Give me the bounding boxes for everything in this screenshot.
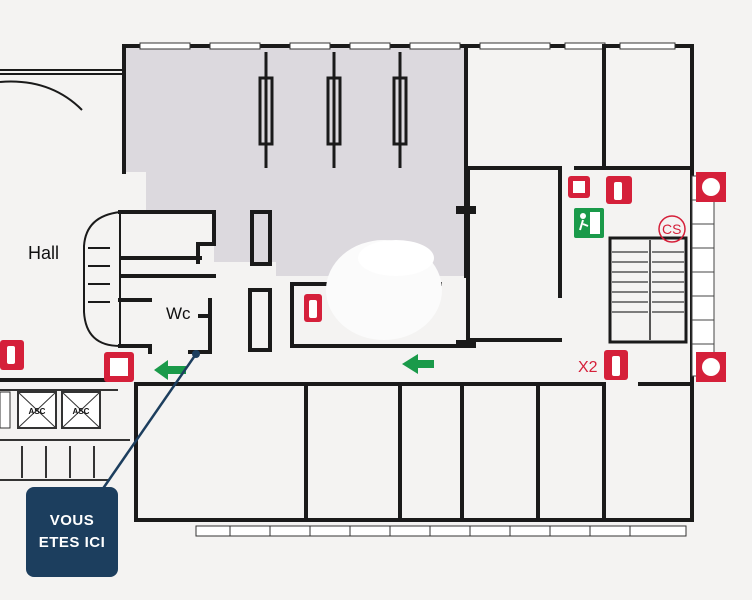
fire-extinguisher-icon xyxy=(606,176,632,204)
door-marker xyxy=(456,340,476,348)
you-are-here-line2: ETES ICI xyxy=(38,534,106,551)
you-are-here-label: VOUS ETES ICI xyxy=(26,487,118,577)
you-are-here-line xyxy=(100,353,198,491)
partitions xyxy=(248,210,272,352)
hall-curve xyxy=(83,211,121,347)
smoke-vent-icon xyxy=(696,352,726,382)
staircase xyxy=(608,236,688,344)
corridor-walls xyxy=(0,378,694,386)
wc-label: Wc xyxy=(166,304,191,323)
emergency-exit-icon xyxy=(574,208,604,238)
bottom-windows xyxy=(195,525,687,537)
shaded-room xyxy=(124,46,466,276)
right-windows xyxy=(691,175,715,377)
hall-corridor-wall xyxy=(0,69,124,75)
elevator-label-1: ASC xyxy=(29,407,46,416)
top-windows xyxy=(139,42,676,50)
you-are-here-line1: VOUS xyxy=(49,512,95,529)
exit-arrow-icon xyxy=(402,354,434,374)
columns xyxy=(258,52,408,168)
top-right-rooms xyxy=(464,44,694,342)
bottom-offices xyxy=(304,382,606,518)
outer-wall xyxy=(122,44,694,522)
stair-code-label: CS xyxy=(662,221,681,237)
stair-code-circle xyxy=(658,215,686,243)
fire-alarm-icon xyxy=(104,352,134,382)
fire-extinguisher-icon xyxy=(0,340,24,370)
left-lower-block xyxy=(0,389,130,481)
exit-arrow-icon xyxy=(154,360,186,380)
wc-block xyxy=(118,210,216,354)
extinguisher-count-label: X2 xyxy=(578,359,598,376)
fire-alarm-icon xyxy=(568,176,590,198)
elevator-label-2: ASC xyxy=(73,407,90,416)
hall-label: Hall xyxy=(28,243,59,263)
fire-extinguisher-icon xyxy=(604,350,628,380)
fire-extinguisher-icon xyxy=(304,294,322,322)
hall-wall-curve xyxy=(0,80,83,111)
door-marker xyxy=(456,206,476,214)
blank-region xyxy=(326,240,442,340)
smoke-vent-icon xyxy=(696,172,726,202)
